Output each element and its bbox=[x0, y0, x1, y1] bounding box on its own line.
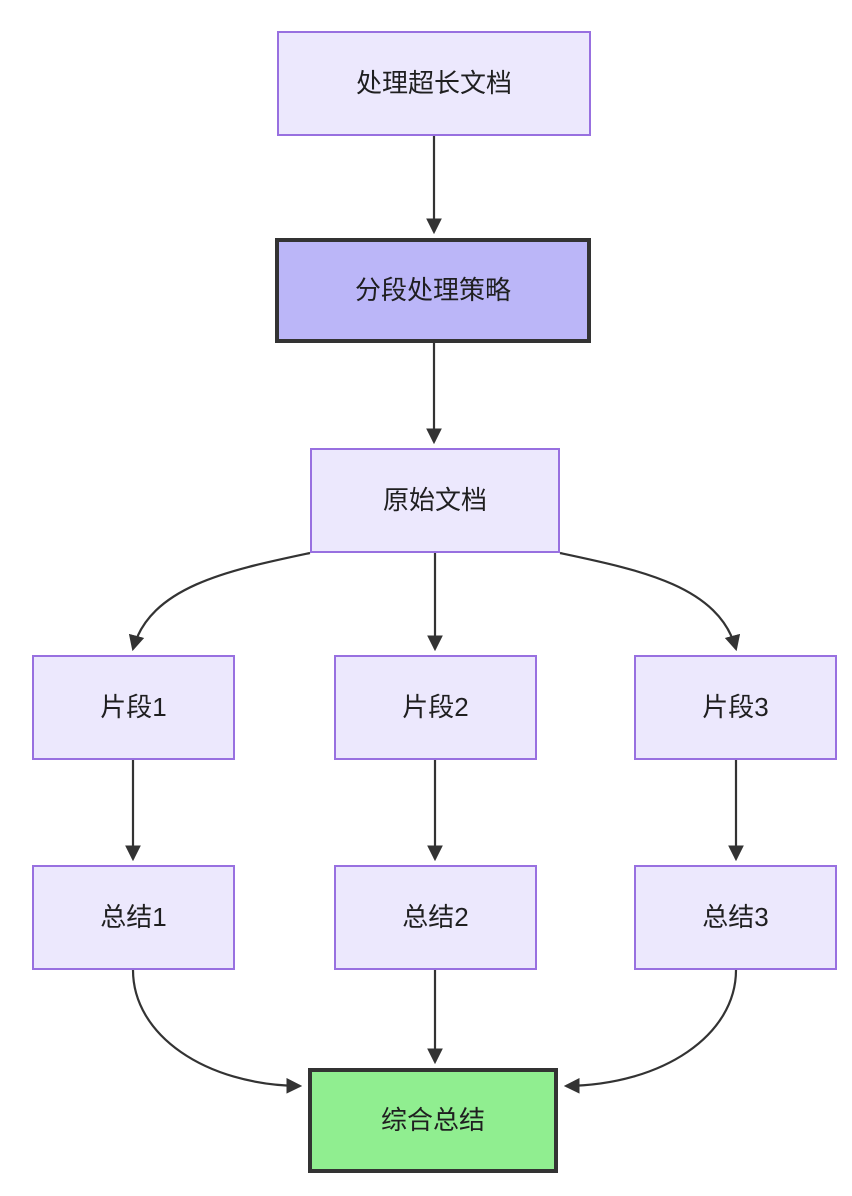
node-chunk-1[interactable]: 片段1 bbox=[32, 655, 235, 760]
node-label: 总结2 bbox=[402, 901, 469, 932]
node-chunk-3[interactable]: 片段3 bbox=[634, 655, 837, 760]
node-label: 原始文档 bbox=[382, 484, 487, 515]
node-summary-3[interactable]: 总结3 bbox=[634, 865, 837, 970]
node-summary-2[interactable]: 总结2 bbox=[334, 865, 537, 970]
node-process-long-document[interactable]: 处理超长文档 bbox=[277, 31, 591, 136]
edge-source-to-chunk3 bbox=[559, 551, 741, 652]
node-label: 总结1 bbox=[100, 901, 167, 932]
node-label: 片段2 bbox=[402, 691, 469, 722]
node-final-summary[interactable]: 综合总结 bbox=[308, 1068, 558, 1173]
edge-source-to-chunk1 bbox=[128, 551, 311, 652]
node-label: 处理超长文档 bbox=[355, 67, 512, 98]
node-label: 片段1 bbox=[100, 691, 167, 722]
edge-summary3-to-final bbox=[563, 969, 738, 1094]
node-source-document[interactable]: 原始文档 bbox=[310, 448, 560, 553]
node-label: 总结3 bbox=[702, 901, 769, 932]
node-chunk-2[interactable]: 片段2 bbox=[334, 655, 537, 760]
edge-summary1-to-final bbox=[131, 969, 303, 1094]
node-chunking-strategy[interactable]: 分段处理策略 bbox=[275, 238, 591, 343]
node-summary-1[interactable]: 总结1 bbox=[32, 865, 235, 970]
node-label: 分段处理策略 bbox=[354, 274, 511, 305]
node-label: 综合总结 bbox=[380, 1104, 485, 1135]
node-label: 片段3 bbox=[702, 691, 769, 722]
